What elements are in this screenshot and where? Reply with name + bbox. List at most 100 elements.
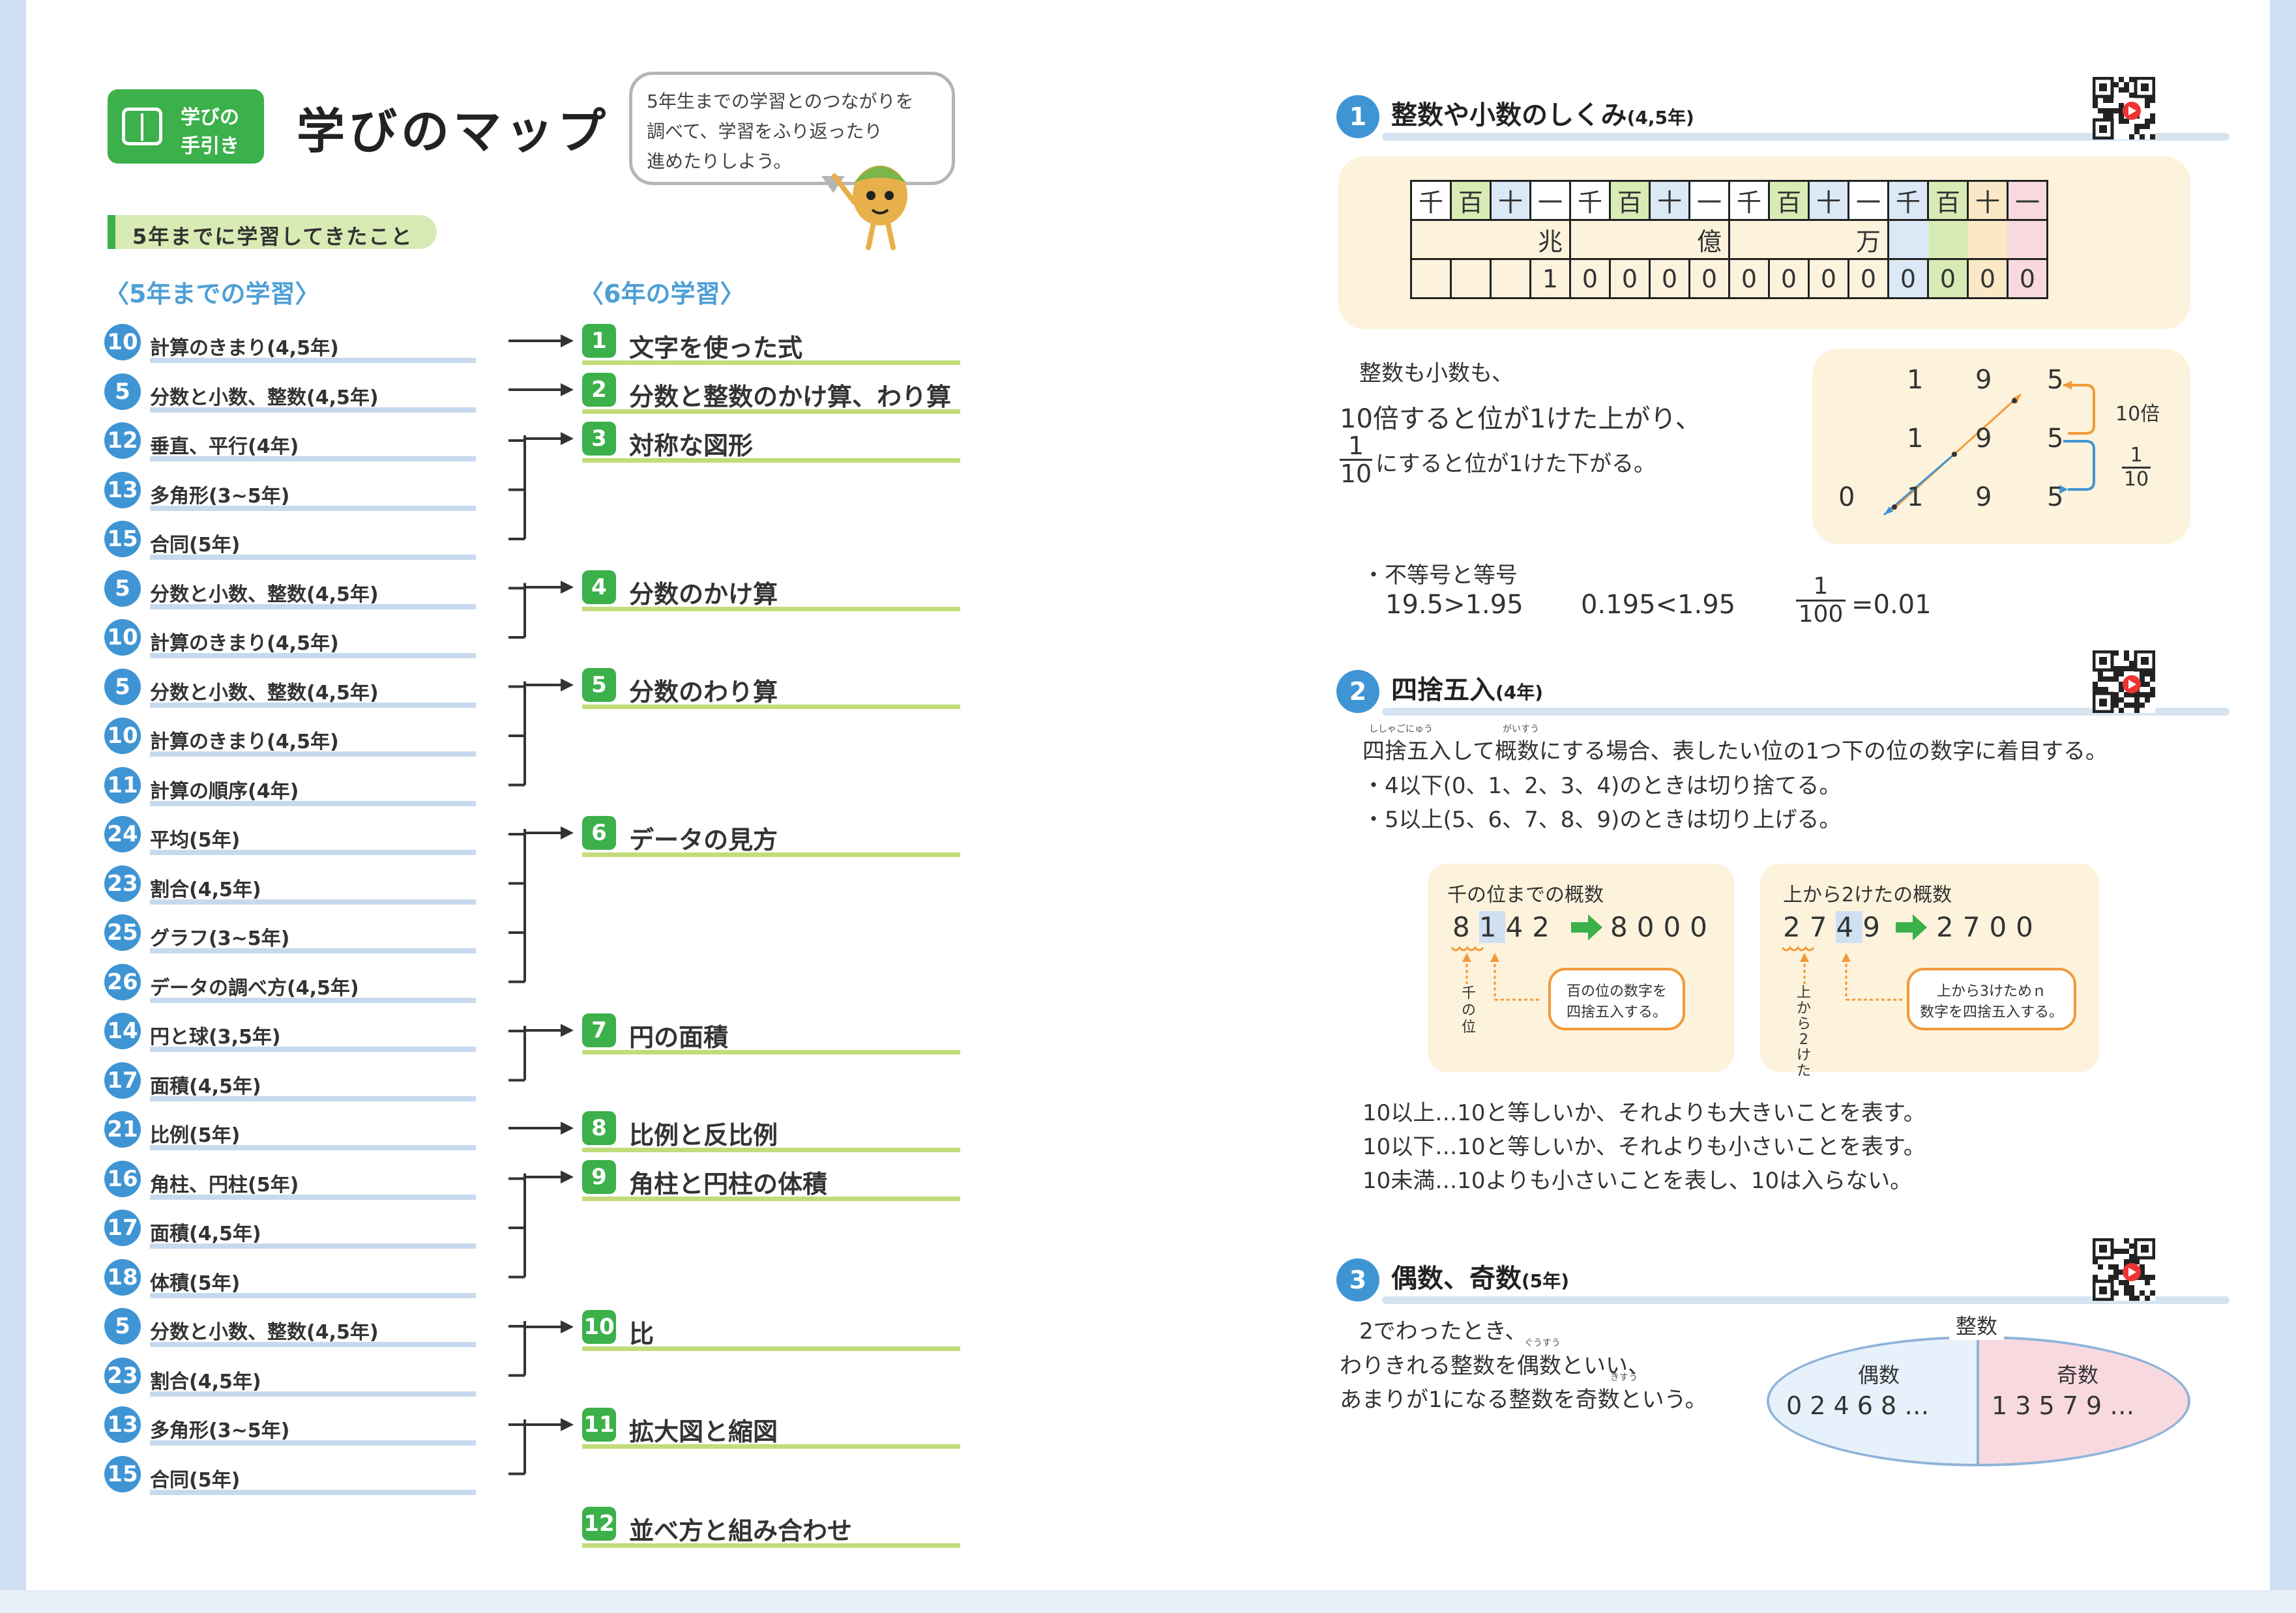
prev-item-label: 面積(4,5年) bbox=[150, 1075, 261, 1098]
prev-item-label: 計算のきまり(4,5年) bbox=[150, 731, 339, 753]
item-underline bbox=[582, 607, 960, 611]
box2-note: 上から3けためｎ 数字を四捨五入する。 bbox=[1907, 968, 2076, 1030]
place-cell: 百 bbox=[1768, 180, 1810, 221]
subheading-banner: 5年までに学習してきたこと bbox=[108, 215, 437, 249]
item-underline bbox=[150, 1391, 476, 1397]
unit-number-badge: 26 bbox=[104, 963, 141, 1000]
item-underline bbox=[150, 358, 476, 363]
diagram-r1-9: 9 bbox=[1975, 365, 1992, 395]
section-title-text: 整数や小数のしくみ bbox=[1391, 100, 1627, 130]
odd-label: 奇数 bbox=[2057, 1363, 2099, 1388]
item-underline bbox=[582, 705, 960, 709]
place-cell: 十 bbox=[1649, 180, 1690, 221]
box1-note: 百の位の数字を 四捨五入する。 bbox=[1548, 968, 1685, 1030]
place-cell: 一 bbox=[1529, 180, 1571, 221]
section-grade: (4年) bbox=[1495, 682, 1544, 703]
place-cell: 千 bbox=[1887, 180, 1929, 221]
arrow-right-icon bbox=[1896, 914, 1927, 940]
item-underline bbox=[150, 1489, 476, 1495]
set-divider bbox=[1977, 1339, 1979, 1464]
prev-item-label: 計算のきまり(4,5年) bbox=[150, 337, 339, 360]
unit-number-badge: 1 bbox=[582, 324, 616, 358]
fraction-one-hundredth: 1 100 bbox=[1796, 574, 1846, 628]
ruby-shishagonyu: ししゃごにゅう bbox=[1369, 724, 1433, 734]
sec3-line1: 2でわったとき、 bbox=[1359, 1318, 1527, 1344]
grade6-item-label: 文字を使った式 bbox=[629, 334, 803, 362]
inequality-2: 0.195<1.95 bbox=[1581, 590, 1736, 620]
integer-set-label: 整数 bbox=[1949, 1310, 2005, 1340]
grade6-item-label: 拡大図と縮図 bbox=[629, 1417, 778, 1446]
digit: 7 bbox=[1809, 911, 1836, 943]
arrow-head-icon bbox=[561, 678, 574, 691]
note-line: 百の位の数字を bbox=[1566, 983, 1667, 1000]
section-number: 1 bbox=[1336, 95, 1379, 138]
connector-bracket bbox=[508, 1173, 561, 1279]
diagram-r1-1: 1 bbox=[1907, 365, 1924, 395]
box1-result: 8000 bbox=[1610, 911, 1716, 943]
qr-code-icon[interactable] bbox=[2092, 1238, 2156, 1301]
arrow-head-icon bbox=[561, 581, 574, 594]
section-underline bbox=[1382, 1296, 2230, 1304]
page-edge-right bbox=[2270, 0, 2296, 1613]
prev-item-label: データの調べ方(4,5年) bbox=[150, 976, 359, 1000]
unit-number-badge: 11 bbox=[104, 766, 141, 804]
diagram-r1-5: 5 bbox=[2047, 365, 2064, 395]
unit-cell: 億 bbox=[1569, 219, 1730, 260]
speech-bubble: 5年生までの学習とのつながりを 調べて、学習をふり返ったり 進めたりしよう。 bbox=[629, 72, 955, 185]
diagram-r3-1: 1 bbox=[1907, 482, 1924, 512]
item-underline bbox=[150, 505, 476, 511]
digit-cell: 0 bbox=[1569, 258, 1611, 299]
place-cell: 一 bbox=[1688, 180, 1730, 221]
section-underline bbox=[1382, 133, 2230, 141]
unit-number-badge: 13 bbox=[104, 1406, 141, 1443]
item-underline bbox=[582, 1543, 960, 1548]
item-underline bbox=[150, 899, 476, 905]
inequality-1: 19.5>1.95 bbox=[1385, 590, 1523, 620]
digit-cell: 0 bbox=[1609, 258, 1651, 299]
place-cell: 百 bbox=[1450, 180, 1492, 221]
prev-item-label: 合同(5年) bbox=[150, 1468, 241, 1492]
section-grade: (4,5年) bbox=[1626, 107, 1694, 128]
prev-item-label: 円と球(3,5年) bbox=[150, 1026, 281, 1049]
place-cell: 百 bbox=[1927, 180, 1969, 221]
item-underline bbox=[150, 948, 476, 953]
item-underline bbox=[150, 555, 476, 560]
fraction-denominator: 100 bbox=[1796, 600, 1846, 628]
prev-item-label: グラフ(3~5年) bbox=[150, 927, 290, 950]
place-cell: 百 bbox=[1609, 180, 1651, 221]
qr-code-icon[interactable] bbox=[2092, 650, 2156, 714]
unit-number-badge: 5 bbox=[104, 1308, 141, 1344]
fraction-denominator: 10 bbox=[1340, 459, 1372, 488]
unit-number-badge: 6 bbox=[582, 816, 616, 850]
item-underline bbox=[582, 360, 960, 365]
even-values: 0 2 4 6 8 … bbox=[1786, 1391, 1930, 1420]
item-underline bbox=[582, 1197, 960, 1201]
place-cell: 千 bbox=[1728, 180, 1770, 221]
diagram-r2-9: 9 bbox=[1975, 424, 1992, 454]
odd-region bbox=[1978, 1339, 2188, 1464]
unit-number-badge: 23 bbox=[104, 865, 141, 902]
decimal-shift-diagram bbox=[1883, 381, 2095, 516]
unit-number-badge: 10 bbox=[582, 1310, 616, 1344]
section-title: 四捨五入(4年) bbox=[1391, 669, 1543, 706]
unit-number-badge: 11 bbox=[582, 1408, 616, 1442]
unit-number-badge: 3 bbox=[582, 422, 616, 456]
prev-item-label: 平均(5年) bbox=[150, 829, 241, 852]
definition-ijou: 10以上…10と等しいか、それよりも大きいことを表す。 bbox=[1362, 1100, 1926, 1126]
ruby-gaisu: がいすう bbox=[1503, 724, 1539, 734]
item-underline bbox=[150, 702, 476, 708]
unit-number-badge: 13 bbox=[104, 471, 141, 508]
item-underline bbox=[150, 997, 476, 1003]
box1-vertical-label: 千の位 bbox=[1461, 985, 1476, 1036]
item-underline bbox=[150, 407, 476, 413]
section3-heading: 3 偶数、奇数(5年) bbox=[1336, 1255, 2230, 1304]
section-title-text: 四捨五入 bbox=[1391, 675, 1495, 705]
item-underline bbox=[150, 1194, 476, 1200]
qr-code-icon[interactable] bbox=[2092, 76, 2156, 140]
grade6-item-label: 比例と反比例 bbox=[629, 1121, 778, 1150]
prev-item-label: 体積(5年) bbox=[150, 1272, 241, 1295]
bubble-line: 進めたりしよう。 bbox=[647, 151, 792, 172]
unit-number-badge: 14 bbox=[104, 1013, 141, 1049]
unit-number-badge: 10 bbox=[104, 324, 141, 360]
prev-item-label: 垂直、平行(4年) bbox=[150, 435, 299, 458]
